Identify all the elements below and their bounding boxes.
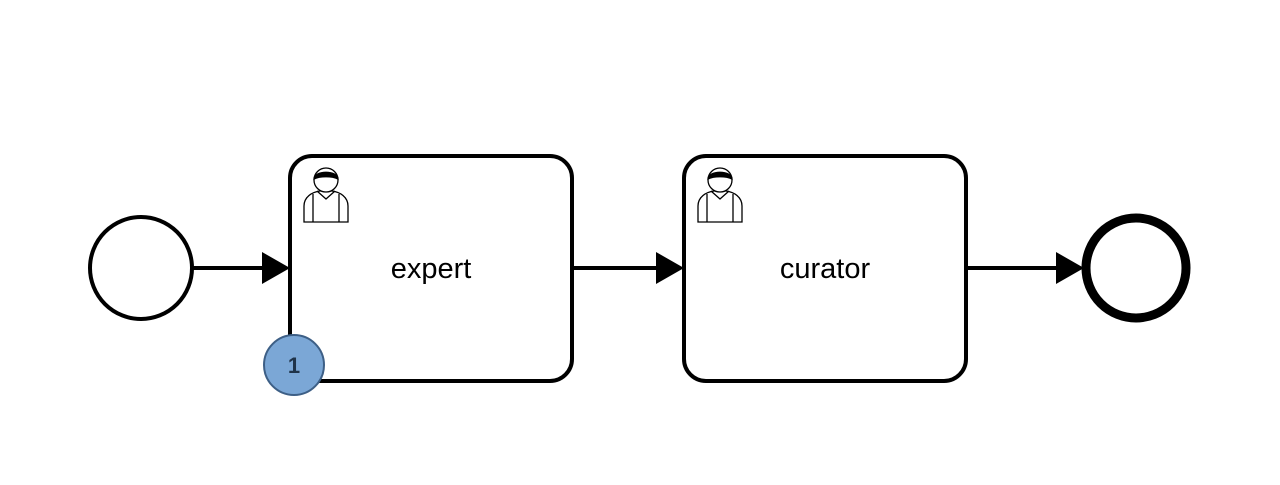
arrowhead-icon [262, 252, 290, 284]
task-curator[interactable]: curator [682, 154, 968, 383]
sequence-flow-expert-curator[interactable] [572, 252, 684, 284]
arrowhead-icon [1056, 252, 1084, 284]
end-event[interactable] [1081, 213, 1191, 323]
badge-label: 1 [288, 353, 300, 378]
task-expert[interactable]: expert [288, 154, 574, 383]
sequence-flow-curator-end[interactable] [966, 252, 1084, 284]
sequence-flow-start-expert[interactable] [192, 252, 290, 284]
count-badge[interactable]: 1 [263, 334, 325, 396]
user-icon [697, 167, 743, 223]
user-icon [303, 167, 349, 223]
start-event[interactable] [88, 215, 194, 321]
arrowhead-icon [656, 252, 684, 284]
task-label: curator [780, 253, 871, 285]
task-label: expert [391, 253, 472, 285]
badge-circle [263, 334, 325, 396]
